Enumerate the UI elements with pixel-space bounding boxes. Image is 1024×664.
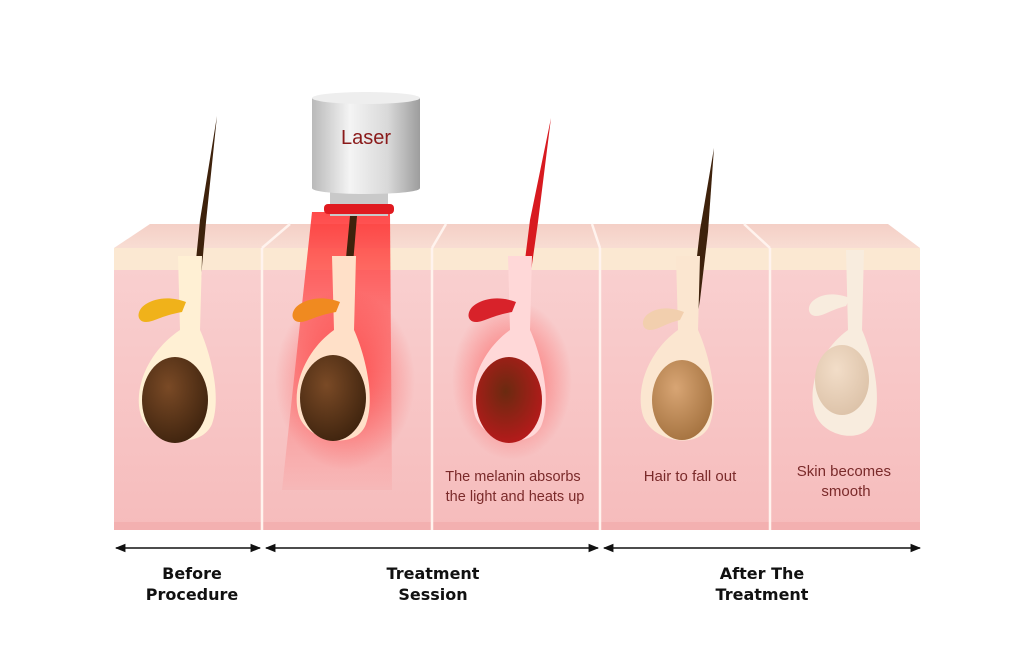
annotation-fall-out: Hair to fall out [644,468,737,485]
sebaceous-gland [138,298,186,322]
laser-label: Laser [341,127,391,149]
hair-bulb [815,345,869,415]
annotation-smooth-line-1: Skin becomes [797,463,891,480]
laser-head-top [312,92,420,104]
hair-bulb [142,357,208,443]
hair-bulb [652,360,712,440]
hair-follicle-shedding [640,148,714,441]
annotation-fall-out-line-1: Hair to fall out [644,468,737,485]
hair-follicle-healthy [138,116,217,443]
sebaceous-gland [808,294,850,316]
hair-bulb [476,357,542,443]
stage-label-before-procedure: Before Procedure [145,564,239,604]
sebaceous-gland [642,308,684,330]
sebaceous-gland [468,298,516,322]
laser-lens [324,204,394,214]
annotation-melanin-line-2: the light and heats up [446,489,585,505]
stage-label-treatment-session: Treatment Session [386,564,480,604]
hair-follicle-empty [808,250,877,436]
stage-label-after-treatment: After The Treatment [715,564,809,604]
annotation-smooth: Skin becomes smooth [797,463,895,500]
annotation-smooth-line-2: smooth [821,483,870,500]
hair-bulb [300,355,366,441]
sebaceous-gland [292,298,340,322]
annotation-melanin-line-1: The melanin absorbs [445,469,580,485]
section-dividers [260,223,772,530]
skin-bottom-edge [114,522,920,530]
skin-top-surface [114,224,920,248]
laser-head [312,98,420,194]
hair-follicle-heating [452,118,572,460]
annotation-melanin: The melanin absorbs the light and heats … [445,469,584,505]
hair-follicle-irradiated [292,216,370,441]
